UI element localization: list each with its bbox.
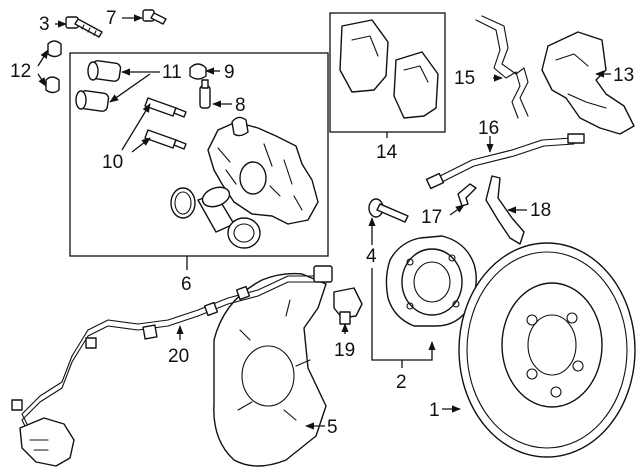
callout-9: 9 (224, 62, 235, 83)
caliper-housing (207, 116, 319, 225)
callout-7: 7 (106, 8, 117, 29)
callout-13: 13 (613, 65, 634, 86)
caliper-bolt (142, 9, 167, 25)
guide-pin (144, 97, 187, 150)
caliper-bracket (541, 31, 635, 135)
caliper-piston (197, 186, 235, 233)
hose-bracket (457, 183, 477, 207)
callout-6: 6 (181, 274, 192, 295)
brake-hose (425, 133, 585, 190)
piston-seal (170, 187, 196, 219)
leader-lines (37, 14, 611, 430)
callout-16: 16 (478, 118, 499, 139)
hub-assembly (385, 235, 477, 327)
abs-sensor-harness (11, 265, 333, 467)
caliper-kit-box (69, 52, 329, 257)
abs-sensor (333, 287, 363, 325)
callout-3: 3 (39, 14, 50, 35)
callout-20: 20 (168, 346, 189, 367)
callout-17: 17 (421, 207, 442, 228)
brake-pad (339, 19, 439, 119)
guide-pin-boot (75, 60, 122, 112)
callout-8: 8 (235, 95, 246, 116)
callout-4: 4 (366, 246, 377, 267)
mounting-bolt (65, 16, 103, 38)
bleeder-screw (199, 79, 211, 109)
mounting-bracket (485, 175, 525, 245)
bolt-cap (45, 40, 62, 94)
callout-5: 5 (327, 417, 338, 438)
callout-12: 12 (10, 61, 31, 82)
callout-15: 15 (454, 68, 475, 89)
callout-11: 11 (162, 62, 182, 83)
callout-1: 1 (429, 400, 440, 421)
hub-bolt (368, 198, 409, 223)
bleeder-cap (189, 63, 207, 80)
callout-10: 10 (102, 152, 123, 173)
brake-rotor (458, 242, 636, 458)
callout-labels: 1 2 3 4 5 6 7 8 9 10 11 12 13 14 15 16 1… (10, 8, 634, 438)
callout-2: 2 (396, 372, 407, 393)
callout-19: 19 (334, 340, 355, 361)
piston-dust-boot (227, 217, 261, 249)
callout-14: 14 (376, 142, 398, 163)
dust-shield (213, 272, 327, 467)
callout-18: 18 (530, 200, 551, 221)
pad-clip (475, 15, 529, 119)
